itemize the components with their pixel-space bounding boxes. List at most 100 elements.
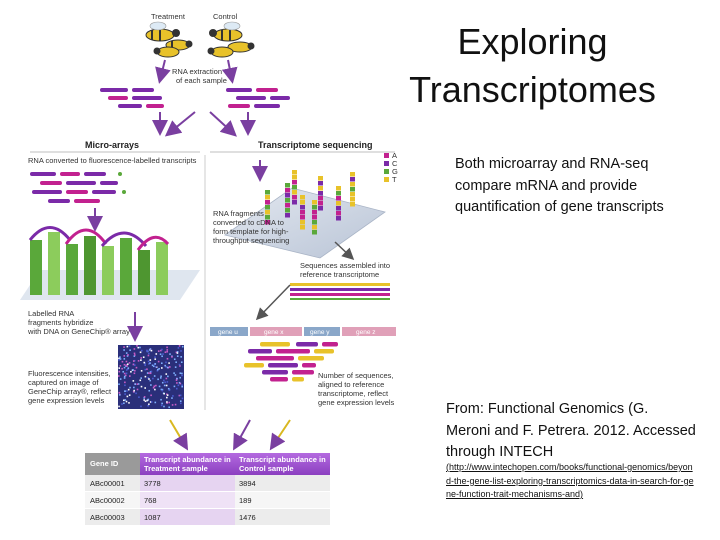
- fluorescence-speckle: [147, 398, 150, 401]
- fluorescence-speckle: [176, 352, 179, 354]
- fluorescence-speckle: [122, 370, 124, 373]
- fluorescence-speckle: [175, 387, 178, 390]
- fluorescence-speckle: [160, 404, 163, 407]
- fluorescence-speckle: [179, 376, 182, 379]
- sequencing-cluster-block: [336, 201, 341, 206]
- fluorescence-speckle: [125, 400, 128, 403]
- sequencing-cluster-block: [318, 191, 323, 196]
- fluorescence-speckle: [140, 405, 142, 408]
- sequencing-cluster-block: [285, 183, 290, 188]
- fluorescence-speckle: [175, 379, 178, 381]
- source-citation: From: Functional Genomics (G. Meroni and…: [446, 401, 696, 460]
- labelled-transcripts: [30, 172, 126, 203]
- rna-extraction-label-1: RNA extraction: [172, 67, 222, 76]
- aligned-read: [302, 363, 316, 368]
- fluorescence-speckle: [136, 383, 139, 386]
- sequencing-cluster-block: [350, 192, 355, 197]
- fluorescence-speckle: [160, 349, 162, 352]
- fluorescence-speckle: [175, 361, 177, 363]
- fluorescence-speckle: [144, 364, 147, 366]
- legend-t: T: [392, 175, 397, 184]
- fluorescence-speckle: [132, 369, 134, 371]
- sequencing-cluster-block: [285, 203, 290, 208]
- fluorescence-speckle: [176, 350, 179, 353]
- fluorescence-speckle: [125, 372, 128, 375]
- fluorescence-speckle: [169, 366, 171, 368]
- sequencing-cluster-block: [336, 196, 341, 201]
- rnaseq-step-2-line-2: reference transcriptome: [300, 270, 379, 279]
- sequencing-cluster-block: [312, 215, 317, 220]
- fluorescence-speckle: [149, 371, 152, 373]
- fluorescence-speckle: [133, 364, 136, 366]
- fluorescence-speckle: [168, 362, 170, 364]
- aligned-read: [276, 349, 310, 354]
- fluorescence-speckle: [128, 394, 131, 396]
- fluorescence-speckle: [154, 401, 157, 404]
- fluorescence-speckle: [148, 363, 150, 365]
- sequencing-cluster-block: [312, 225, 317, 230]
- fluorescence-speckle: [155, 366, 157, 368]
- fluorescence-speckle: [169, 353, 171, 355]
- fluorescence-speckle: [144, 387, 146, 389]
- fluorescence-speckle: [139, 346, 141, 349]
- fluorescence-speckle: [172, 395, 174, 397]
- source-link[interactable]: (http://www.intechopen.com/books/functio…: [446, 462, 694, 499]
- sequencing-cluster-block: [312, 210, 317, 215]
- treatment-bee-icon: [145, 21, 193, 58]
- table-row-3-gene: ABc00003: [90, 513, 125, 522]
- fluorescence-speckle: [133, 386, 135, 389]
- table-header-gene-id: Gene ID: [90, 459, 119, 468]
- fluorescence-speckle: [181, 385, 183, 388]
- table-row-1-treatment: 3778: [144, 479, 161, 488]
- fluorescence-speckle: [140, 377, 142, 379]
- fluorescence-speckle: [124, 384, 126, 387]
- sequencing-cluster-block: [336, 216, 341, 221]
- fluorescence-speckle: [163, 384, 166, 387]
- fluorescence-speckle: [174, 403, 177, 406]
- fluorescence-speckle: [126, 390, 128, 392]
- control-label: Control: [213, 12, 238, 21]
- fluorescence-speckle: [127, 354, 129, 356]
- fluorescence-speckle: [128, 345, 131, 347]
- microarray-step-2-line-3: with DNA on GeneChip® array: [27, 327, 130, 336]
- rnaseq-step-1-line-1: RNA fragments: [213, 209, 264, 218]
- microarrays-heading: Micro-arrays: [85, 140, 139, 150]
- fluorescence-speckle: [181, 345, 184, 348]
- rnaseq-step-1-line-3: form template for high-: [213, 227, 289, 236]
- fluorescence-speckle: [154, 363, 157, 365]
- aligned-read: [262, 370, 288, 375]
- fluorescence-speckle: [167, 387, 170, 390]
- fluorescence-speckle: [146, 349, 148, 352]
- gene-u-label: gene u: [218, 329, 238, 336]
- sequencing-cluster-block: [318, 206, 323, 211]
- microarray-step-1: RNA converted to fluorescence-labelled t…: [28, 156, 197, 165]
- fluorescence-speckle: [173, 358, 176, 361]
- fluorescence-speckle: [161, 355, 163, 358]
- fluorescence-speckle: [166, 394, 169, 396]
- fluorescence-speckle: [160, 362, 163, 365]
- fluorescence-speckle: [166, 349, 169, 351]
- fluorescence-speckle: [144, 375, 147, 378]
- fluorescence-speckle: [118, 394, 121, 396]
- legend-g: G: [392, 167, 398, 176]
- aligned-read: [244, 363, 264, 368]
- fluorescence-speckle: [179, 394, 182, 397]
- fluorescence-speckle: [127, 367, 130, 369]
- fluorescence-speckle: [150, 394, 152, 397]
- fluorescence-speckle: [149, 379, 151, 382]
- fluorescence-speckle: [154, 358, 157, 360]
- fluorescence-speckle: [123, 366, 126, 369]
- sequencing-cluster-block: [292, 170, 297, 175]
- fluorescence-speckle: [140, 357, 143, 359]
- fluorescence-speckle: [157, 378, 159, 381]
- rnaseq-heading: Transcriptome sequencing: [258, 140, 373, 150]
- sequencing-cluster-block: [300, 210, 305, 215]
- fluorescence-speckle: [163, 405, 165, 408]
- fluorescence-speckle: [164, 381, 166, 384]
- fluorescence-speckle: [144, 400, 147, 403]
- fluorescence-speckle: [152, 377, 154, 380]
- fluorescence-speckle: [126, 365, 128, 367]
- fluorescence-speckle: [167, 375, 169, 378]
- fluorescence-speckle: [174, 374, 177, 376]
- fluorescence-speckle: [123, 402, 125, 405]
